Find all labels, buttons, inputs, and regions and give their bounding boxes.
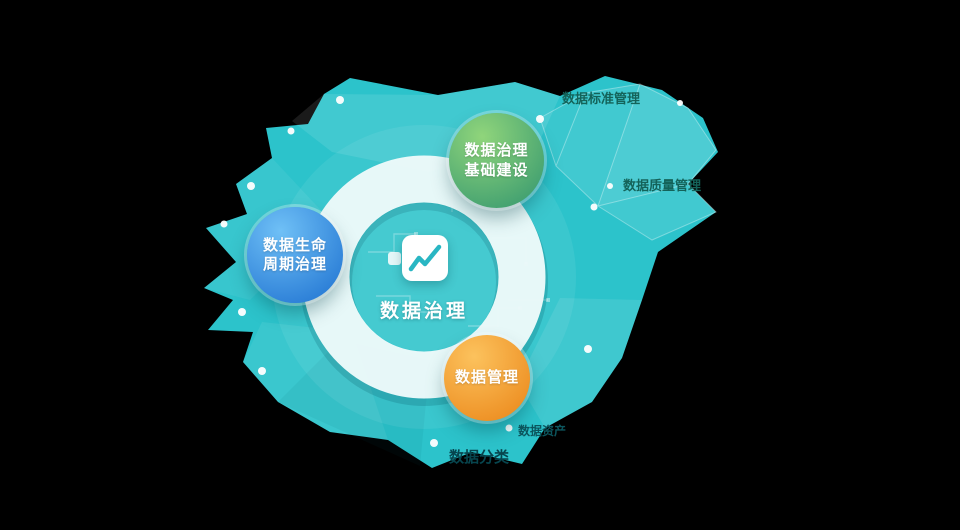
bg-label-classification: 数据分类 [449,448,510,466]
bg-label-quality: 数据质量管理 [623,179,702,194]
trend-line-glyph [408,244,442,272]
badge-lifecycle-line1: 数据生命 [262,235,327,254]
badge-foundation-line2: 基础建设 [464,160,529,179]
trend-chart-icon [402,235,448,281]
center-title: 数据治理 [379,300,468,322]
bg-label-asset: 数据资产 [518,424,567,438]
badge-foundation-line1: 数据治理 [464,141,529,159]
badge-lifecycle: 数据生命 周期治理 [247,207,343,303]
blob-shape [204,76,718,468]
bg-label-standard: 数据标准管理 [562,92,641,107]
badge-foundation: 数据治理 基础建设 [449,113,544,208]
badge-management: 数据管理 [444,335,530,421]
trend-chart-icon-shadow-card [388,252,401,265]
facet-network [539,83,717,241]
badge-management-line1: 数据管理 [454,368,519,387]
scatter-dots [220,96,683,447]
badge-lifecycle-line2: 周期治理 [262,255,327,273]
